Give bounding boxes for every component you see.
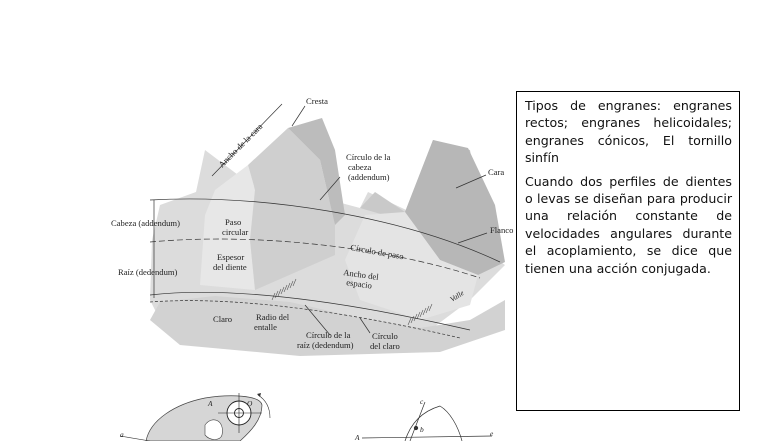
conj-label-A: A [354,433,360,441]
label-circulo-cabeza-3: (addendum) [348,172,390,182]
conjugate-action-paragraph: Cuando dos perfiles de dientes o levas s… [525,173,732,276]
raiz-leader [304,304,331,336]
label-espesor-1: Espesor [217,252,244,262]
label-paso-circular-1: Paso [225,217,241,227]
label-cabeza: Cabeza (addendum) [111,218,180,228]
label-circulo-raiz-2: raíz (dedendum) [297,340,354,350]
clearance-circle-arc [149,300,461,339]
cam-label-a: a [120,430,124,439]
label-ancho-espacio-1: Ancho del [343,267,380,282]
cam-sketch: A O a [119,393,271,441]
cam-label-O: O [247,399,253,408]
conj-label-b: b [420,425,424,434]
label-claro: Claro [213,314,232,324]
right-tooth-face [405,140,505,275]
label-raiz: Raíz (dedendum) [118,267,178,277]
face-width-line [211,103,283,177]
left-tooth-top-face [248,128,335,290]
label-circulo-cabeza-2: cabeza [348,162,372,172]
label-radio-entalle-2: entalle [254,322,277,332]
label-radio-entalle-1: Radio del [256,312,290,322]
addendum-circle-arc [149,198,501,263]
label-circulo-cabeza-1: Círculo de la [346,152,391,162]
addendum-leader [319,176,341,201]
label-circulo-raiz-1: Círculo de la [306,330,351,340]
left-tooth-front-face [288,118,345,225]
label-ancho-espacio-2: espacio [346,277,373,290]
label-cresta: Cresta [306,96,328,106]
left-tooth-flank [200,165,255,290]
cara-leader [455,174,487,189]
cresta-leader [291,105,306,127]
label-circulo-claro-1: Círculo [372,331,398,341]
conj-label-e: e [490,429,494,438]
cam-label-A: A [207,399,213,408]
claro-leader [359,317,371,334]
dedendum-circle-arc [149,291,471,331]
label-flanco: Flanco [490,225,513,235]
gear-lower-band [150,296,505,356]
pitch-circle-arc [149,238,481,279]
right-tooth-front [345,212,478,320]
label-circulo-claro-2: del claro [370,341,400,351]
label-paso-circular-2: circular [222,227,248,237]
conj-label-c: c [420,397,424,406]
label-cara: Cara [488,167,504,177]
description-textbox: Tipos de engranes: engranes rectos; engr… [516,91,740,411]
fillet-hatching [271,278,433,326]
flanco-leader [457,232,488,244]
conjugate-profile-sketch: c b A e [354,397,494,441]
label-espesor-2: del diente [213,262,247,272]
gear-types-paragraph: Tipos de engranes: engranes rectos; engr… [525,98,732,166]
